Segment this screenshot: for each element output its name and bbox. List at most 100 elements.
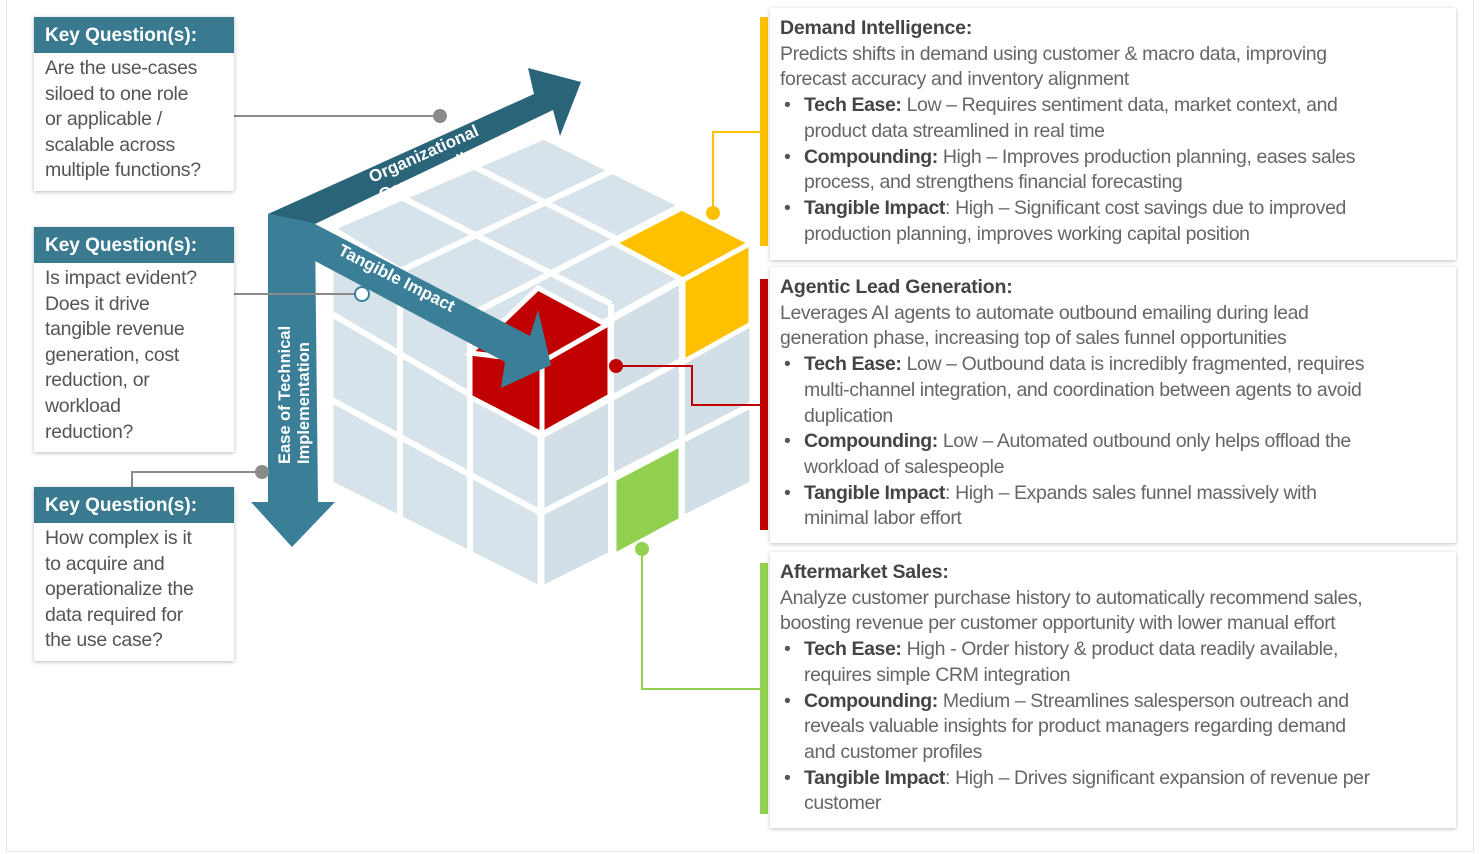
technical-label-line1: Ease of Technical (276, 326, 294, 464)
card-description: Analyze customer purchase history to aut… (780, 586, 1446, 637)
kq-line: tangible revenue (45, 318, 185, 341)
bullet-tech-ease: •Tech Ease: High - Order history & produ… (784, 638, 1339, 686)
bullet-colon: : (945, 766, 951, 789)
bullet-text: Low – Outbound data is incredibly fragme… (906, 353, 1365, 376)
desc-line: Leverages AI agents to automate outbound… (780, 301, 1309, 324)
bullet-text: production planning, improves working ca… (804, 222, 1250, 245)
bullet-label: Compounding: (804, 145, 938, 168)
bullet-text: requires simple CRM integration (804, 663, 1071, 686)
bullet-text: and customer profiles (804, 740, 983, 763)
yellow-cube-side (680, 238, 754, 367)
card-bullets: •Tech Ease: High - Order history & produ… (780, 637, 1446, 817)
bullet-text: High – Drives significant expansion of r… (955, 766, 1370, 789)
desc-line: forecast accuracy and inventory alignmen… (780, 68, 1129, 91)
bullet-text: High – Expands sales funnel massively wi… (955, 481, 1317, 504)
desc-line: Predicts shifts in demand using customer… (780, 42, 1327, 65)
bullet-text: product data streamlined in real time (804, 119, 1105, 142)
kq-line: to acquire and (45, 552, 165, 575)
kq-line: reduction, or (45, 369, 150, 392)
key-question-text: Are the use-cases siloed to one role or … (34, 53, 234, 191)
bullet-text: Low – Automated outbound only helps offl… (942, 430, 1351, 453)
kq-line: Are the use-cases (45, 57, 198, 79)
bullet-tangible-impact: •Tangible Impact: High – Expands sales f… (784, 481, 1317, 530)
key-question-box-technical: Key Question(s): How complex is it to ac… (34, 487, 234, 661)
yellow-connector-dot (706, 206, 720, 220)
kq-line: reduction? (45, 420, 134, 443)
card-description: Leverages AI agents to automate outbound… (780, 301, 1446, 352)
kq-line: How complex is it (45, 527, 192, 549)
bullet-colon: : (945, 196, 951, 219)
axis-arrows (251, 68, 581, 547)
bullet-label: Tangible Impact (804, 766, 945, 789)
card-bullets: •Tech Ease: Low – Requires sentiment dat… (780, 93, 1446, 247)
bullet-label: Tangible Impact (804, 481, 945, 504)
kq-line: Does it drive (45, 292, 150, 315)
key-question-header: Key Question(s): (34, 487, 234, 523)
technical-arrow (251, 214, 335, 547)
bullet-label: Compounding: (804, 689, 938, 712)
card-agentic-lead-generation: Agentic Lead Generation: Leverages AI ag… (770, 267, 1456, 543)
bullet-text: workload of salespeople (804, 455, 1005, 478)
green-connector-dot (635, 542, 649, 556)
kq-line: generation, cost (45, 343, 179, 366)
red-cube-right (539, 318, 613, 439)
aftermarket-sales-accent-bar (760, 563, 768, 814)
bullet-tangible-impact: •Tangible Impact: High – Drives signific… (784, 766, 1370, 815)
bullet-text: minimal labor effort (804, 507, 962, 530)
bullet-text: reveals valuable insights for product ma… (804, 715, 1346, 738)
bullet-compounding: •Compounding: High – Improves production… (784, 145, 1356, 194)
key-question-text: How complex is it to acquire and operati… (34, 523, 234, 661)
desc-line: generation phase, increasing top of sale… (780, 327, 1287, 350)
key-question-header: Key Question(s): (34, 227, 234, 263)
bullet-text: duplication (804, 404, 893, 427)
green-cube-face (611, 439, 684, 561)
key-question-header: Key Question(s): (34, 17, 234, 53)
lead-generation-accent-bar (760, 279, 768, 530)
bullet-label: Compounding: (804, 430, 938, 453)
bullet-text: High – Improves production planning, eas… (942, 145, 1356, 168)
green-connector (641, 549, 760, 690)
bullet-colon: : (945, 481, 951, 504)
kq-line: scalable across (45, 133, 175, 156)
technical-connector-dot (255, 465, 269, 479)
bullet-label: Tech Ease: (804, 94, 902, 117)
yellow-connector (712, 131, 760, 213)
bullet-text: customer (804, 792, 881, 815)
red-connector-dot (609, 359, 623, 373)
bullet-label: Tangible Impact (804, 196, 945, 219)
card-title: Agentic Lead Generation: (780, 276, 1013, 298)
kq-line: operationalize the (45, 578, 194, 601)
tangible-impact-arrow (268, 214, 551, 388)
bullet-tech-ease: •Tech Ease: Low – Outbound data is incre… (784, 353, 1365, 427)
card-title: Demand Intelligence: (780, 17, 973, 39)
bullet-text: Low – Requires sentiment data, market co… (906, 94, 1338, 117)
desc-line: boosting revenue per customer opportunit… (780, 612, 1336, 635)
desc-line: Analyze customer purchase history to aut… (780, 586, 1363, 609)
card-title: Aftermarket Sales: (780, 561, 949, 583)
key-question-box-tangible: Key Question(s): Is impact evident? Does… (34, 227, 234, 453)
card-description: Predicts shifts in demand using customer… (780, 42, 1446, 93)
question-connectors (131, 115, 440, 487)
demand-intelligence-accent-bar (760, 17, 768, 246)
bullet-label: Tech Ease: (804, 638, 902, 661)
bullet-text: High - Order history & product data read… (906, 638, 1339, 661)
technical-label-line2: Implementation (295, 342, 313, 464)
card-bullets: •Tech Ease: Low – Outbound data is incre… (780, 352, 1446, 532)
bullet-compounding: •Compounding: Medium – Streamlines sales… (784, 689, 1349, 763)
slide-frame (6, 0, 1474, 852)
bullet-text: Medium – Streamlines salesperson outreac… (942, 689, 1349, 712)
kq-line: Is impact evident? (45, 267, 197, 289)
kq-line: the use case? (45, 629, 163, 652)
kq-line: or applicable / (45, 108, 162, 131)
kq-line: multiple functions? (45, 159, 201, 182)
bullet-text: High – Significant cost savings due to i… (955, 196, 1346, 219)
bullet-label: Tech Ease: (804, 353, 902, 376)
key-question-box-organizational: Key Question(s): Are the use-cases siloe… (34, 17, 234, 191)
card-demand-intelligence: Demand Intelligence: Predicts shifts in … (770, 8, 1456, 260)
card-aftermarket-sales: Aftermarket Sales: Analyze customer purc… (770, 552, 1456, 828)
kq-line: siloed to one role (45, 82, 189, 105)
bullet-text: multi-channel integration, and coordinat… (804, 378, 1362, 401)
organizational-arrow (268, 68, 581, 224)
bullet-tech-ease: •Tech Ease: Low – Requires sentiment dat… (784, 94, 1338, 142)
